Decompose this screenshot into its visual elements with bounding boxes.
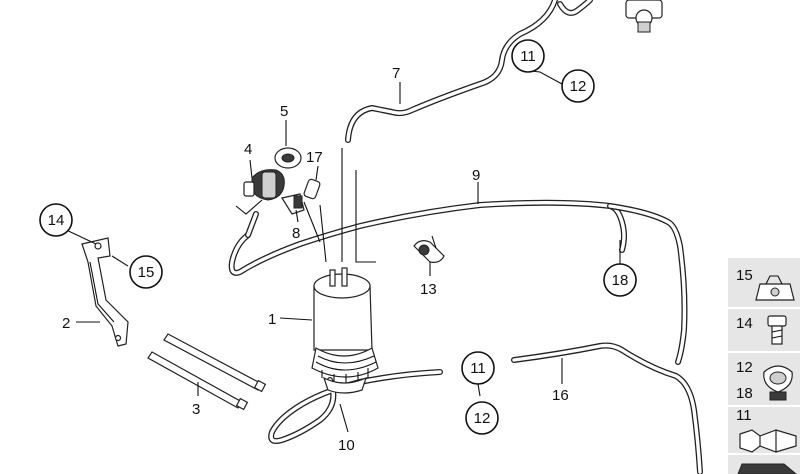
fitting-top-right: [625, 0, 663, 33]
bolt-icon: [767, 315, 787, 345]
cable-ties-part-3: [147, 333, 267, 411]
hose-clamp-icon: [763, 365, 793, 401]
callout-11-bottom: 11: [461, 351, 495, 385]
label-part-2: 2: [62, 315, 70, 332]
legend-label-12: 12: [736, 359, 753, 376]
callout-18: 18: [603, 263, 637, 297]
callout-12-top: 12: [561, 69, 595, 103]
legend-label-11: 11: [736, 407, 752, 424]
hose-16: [511, 342, 703, 474]
canister-part-1: [311, 267, 379, 394]
label-part-5: 5: [280, 103, 288, 120]
svg-text:12: 12: [474, 410, 491, 427]
hose-top-right: [557, 0, 593, 16]
svg-text:12: 12: [570, 78, 587, 95]
label-part-1: 1: [268, 311, 276, 328]
cap-part-5: [274, 147, 302, 169]
clip-part-13: [413, 235, 445, 263]
svg-text:15: 15: [138, 264, 155, 281]
hose-7: [345, 0, 558, 143]
callout-12-bottom: 12: [465, 401, 499, 435]
callout-14: 14: [39, 203, 73, 237]
guide-lines: [235, 148, 376, 263]
svg-text:14: 14: [48, 212, 65, 229]
label-part-7: 7: [392, 65, 400, 82]
valve-part-4: [243, 169, 285, 201]
bracket-part-2: [81, 237, 129, 347]
label-part-17: 17: [306, 149, 323, 166]
label-part-10: 10: [338, 437, 355, 454]
hose-connector: [245, 211, 259, 238]
label-part-9: 9: [472, 167, 480, 184]
connector-part-17: [303, 178, 321, 200]
callout-15: 15: [129, 255, 163, 289]
label-part-8: 8: [292, 225, 300, 242]
clip-nut-icon: [755, 275, 795, 301]
legend-panel: 15 14 12 18 11: [728, 258, 800, 474]
hose-connector-icon: [739, 429, 797, 453]
legend-label-15: 15: [736, 267, 753, 284]
hose-9: [228, 199, 627, 276]
leader-lines: [61, 69, 621, 433]
svg-text:11: 11: [470, 360, 486, 377]
legend-label-14: 14: [736, 315, 753, 332]
svg-text:11: 11: [520, 48, 536, 65]
label-part-16: 16: [552, 387, 569, 404]
label-part-13: 13: [420, 281, 437, 298]
elbow-part-8: [281, 193, 305, 215]
callout-11-top: 11: [511, 39, 545, 73]
label-part-3: 3: [192, 401, 200, 418]
hose-9-branch: [607, 203, 688, 365]
legend-label-18: 18: [736, 385, 753, 402]
label-part-4: 4: [244, 141, 252, 158]
svg-text:18: 18: [612, 272, 629, 289]
